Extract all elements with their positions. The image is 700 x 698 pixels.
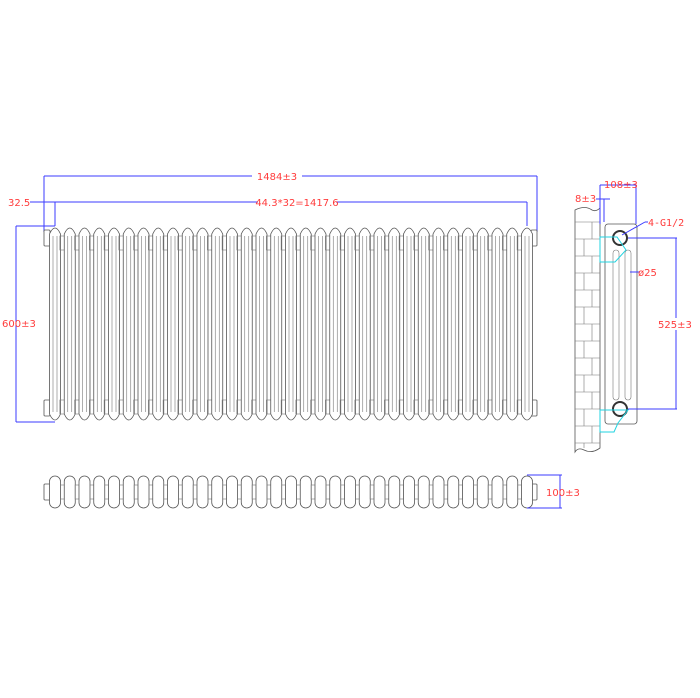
connection-label: 4-G1/2 bbox=[648, 218, 684, 229]
radiator-column bbox=[226, 227, 243, 421]
side-view: 108±3 8±3 4-G1/2 ø25 525±3 bbox=[574, 180, 695, 454]
end-offset-label: 32.5 bbox=[8, 198, 30, 209]
radiator-column bbox=[344, 227, 361, 421]
radiator-column bbox=[358, 227, 375, 421]
radiator-section-top bbox=[152, 475, 165, 509]
radiator-column bbox=[63, 227, 80, 421]
radiator-section-top bbox=[462, 475, 474, 509]
radiator-column bbox=[181, 227, 198, 421]
radiator-column bbox=[211, 227, 228, 421]
radiator-section-top bbox=[181, 475, 194, 509]
radiator-section-top bbox=[167, 475, 179, 509]
radiator-column bbox=[329, 227, 346, 421]
connection-callout: 4-G1/2 bbox=[621, 218, 684, 236]
radiator-sections-top bbox=[49, 475, 533, 509]
radiator-section-top bbox=[358, 475, 371, 509]
radiator-section-top bbox=[388, 475, 401, 509]
radiator-column bbox=[417, 227, 434, 421]
wall-gap-label: 8±3 bbox=[575, 194, 596, 205]
brick-wall-icon bbox=[574, 207, 601, 454]
radiator-section-top bbox=[49, 475, 61, 509]
radiator-column bbox=[403, 227, 420, 421]
radiator-side-profile bbox=[599, 223, 638, 433]
radiator-section-top bbox=[196, 475, 209, 509]
radiator-column bbox=[240, 227, 257, 421]
radiator-column bbox=[388, 227, 405, 421]
radiator-column bbox=[255, 227, 272, 421]
height-label: 600±3 bbox=[2, 319, 36, 330]
depth-label: 100±3 bbox=[546, 488, 580, 499]
radiator-section-top bbox=[476, 475, 489, 509]
bottom-bracket bbox=[599, 409, 630, 433]
radiator-column bbox=[122, 227, 139, 421]
radiator-column bbox=[506, 227, 523, 421]
radiator-column bbox=[432, 227, 449, 421]
radiator-section-top bbox=[240, 475, 253, 509]
section-pitch-dimension: 44.3*32=1417.6 32.5 bbox=[8, 195, 528, 226]
tube-diameter-callout: ø25 bbox=[630, 268, 657, 279]
radiator-column bbox=[78, 227, 95, 421]
height-dimension: 600±3 bbox=[2, 225, 55, 423]
center-distance-dimension: 525±3 bbox=[628, 237, 695, 410]
radiator-section-top bbox=[299, 475, 312, 509]
side-depth-label: 108±3 bbox=[604, 180, 638, 191]
radiator-column bbox=[373, 227, 390, 421]
radiator-column bbox=[314, 227, 331, 421]
center-distance-label: 525±3 bbox=[658, 320, 692, 331]
radiator-column bbox=[521, 227, 533, 421]
radiator-section-top bbox=[447, 475, 460, 509]
top-bracket bbox=[599, 236, 627, 263]
bottom-connection bbox=[612, 401, 628, 417]
overall-width-dimension: 1484±3 bbox=[43, 169, 538, 232]
radiator-column bbox=[299, 227, 316, 421]
radiator-section-top bbox=[63, 475, 76, 509]
tube-diameter-label: ø25 bbox=[638, 268, 657, 279]
radiator-column bbox=[447, 227, 464, 421]
radiator-column bbox=[152, 227, 169, 421]
top-view: 100±3 bbox=[43, 474, 580, 509]
radiator-column bbox=[462, 227, 479, 421]
radiator-section-top bbox=[270, 475, 283, 509]
radiator-section-top bbox=[285, 475, 297, 509]
radiator-section-top bbox=[432, 475, 445, 509]
overall-width-label: 1484±3 bbox=[257, 172, 297, 183]
radiator-column bbox=[491, 227, 508, 421]
front-view: 1484±3 44.3*32=1417.6 32.5 600±3 bbox=[2, 169, 538, 423]
radiator-section-top bbox=[506, 475, 519, 509]
radiator-columns bbox=[49, 227, 533, 421]
side-depth-dimension: 108±3 8±3 bbox=[575, 180, 638, 224]
radiator-section-top bbox=[226, 475, 238, 509]
radiator-section-top bbox=[491, 475, 504, 509]
radiator-column bbox=[137, 227, 154, 421]
radiator-section-top bbox=[344, 475, 356, 509]
section-pitch-label: 44.3*32=1417.6 bbox=[255, 198, 338, 209]
radiator-section-top bbox=[78, 475, 91, 509]
radiator-section-top bbox=[314, 475, 327, 509]
radiator-section-top bbox=[108, 475, 120, 509]
radiator-column bbox=[270, 227, 287, 421]
radiator-column bbox=[167, 227, 184, 421]
radiator-section-top bbox=[403, 475, 415, 509]
radiator-section-top bbox=[93, 475, 106, 509]
radiator-column bbox=[108, 227, 125, 421]
radiator-column bbox=[476, 227, 493, 421]
radiator-section-top bbox=[373, 475, 386, 509]
radiator-section-top bbox=[122, 475, 135, 509]
radiator-section-top bbox=[417, 475, 430, 509]
radiator-column bbox=[196, 227, 213, 421]
radiator-section-top bbox=[255, 475, 268, 509]
radiator-column bbox=[93, 227, 110, 421]
radiator-section-top bbox=[137, 475, 150, 509]
radiator-column bbox=[285, 227, 302, 421]
radiator-column bbox=[49, 227, 66, 421]
radiator-section-top bbox=[329, 475, 342, 509]
depth-dimension: 100±3 bbox=[527, 474, 580, 509]
radiator-section-top bbox=[211, 475, 224, 509]
radiator-section-top bbox=[521, 475, 533, 509]
